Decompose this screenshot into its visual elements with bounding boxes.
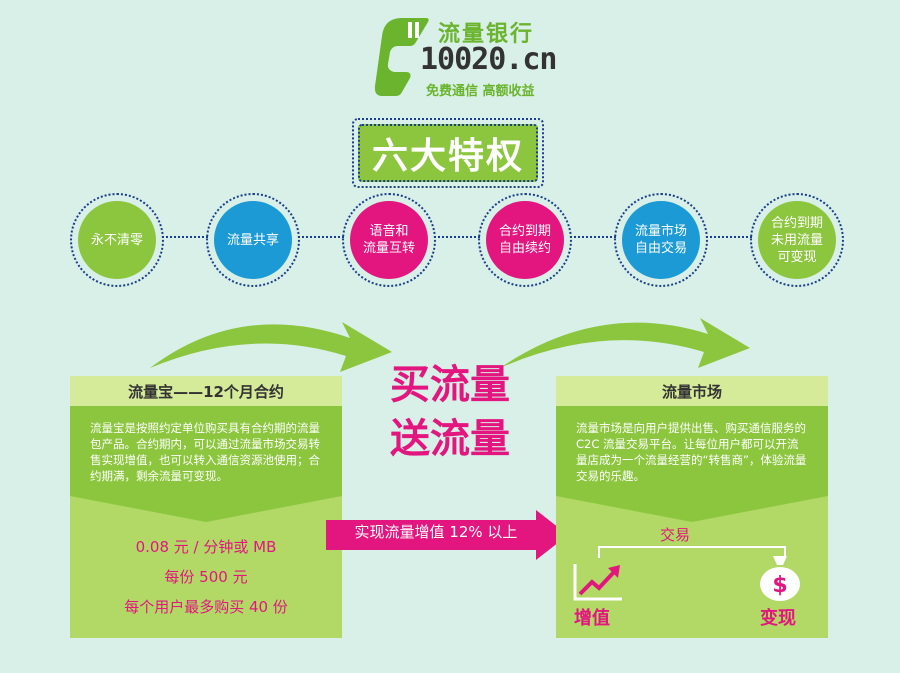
center-slogan-line1: 买流量 — [390, 362, 510, 408]
left-panel: 流量宝——12个月合约 流量宝是按照约定单位购买具有合约期的流量包产品。合约期内… — [70, 376, 342, 638]
cash-label: 变现 — [760, 608, 796, 629]
privilege-circle-4: 合约到期 自由续约 — [478, 193, 572, 287]
grow-label: 增值 — [574, 608, 610, 629]
privilege-label: 流量共享 — [214, 201, 292, 279]
section-title-frame — [352, 118, 544, 188]
money-bag-icon: $ — [760, 556, 800, 601]
connector-dots — [162, 236, 208, 238]
connector-dots — [570, 236, 616, 238]
logo-domain: 10020.cn — [420, 42, 557, 77]
privilege-circle-2: 流量共享 — [206, 193, 300, 287]
section-title: 六大特权 — [371, 136, 524, 177]
connector-dots — [706, 236, 752, 238]
privilege-circle-3: 语音和 流量互转 — [342, 193, 436, 287]
right-panel-title: 流量市场 — [556, 376, 828, 406]
growth-chart-icon — [573, 564, 622, 601]
price-lines: 0.08 元 / 分钟或 MB 每份 500 元 每个用户最多购买 40 份 — [70, 532, 342, 622]
svg-text:$: $ — [772, 573, 787, 598]
price-line: 每个用户最多购买 40 份 — [124, 598, 288, 616]
arrow-text: 实现流量增值 12% 以上 — [354, 523, 518, 541]
privilege-label: 语音和 流量互转 — [350, 201, 428, 279]
privilege-label: 流量市场 自由交易 — [622, 201, 700, 279]
section-title-box: 六大特权 — [358, 124, 538, 182]
privilege-circle-5: 流量市场 自由交易 — [614, 193, 708, 287]
left-panel-pointer — [70, 496, 342, 522]
privilege-circle-1: 永不清零 — [70, 193, 164, 287]
privilege-label: 合约到期 自由续约 — [486, 201, 564, 279]
pink-arrow-shape — [326, 510, 568, 560]
phone-handset-logo-icon — [374, 18, 429, 96]
privilege-label: 永不清零 — [78, 201, 156, 279]
privilege-label: 合约到期 未用流量 可变现 — [758, 201, 836, 279]
connector-dots — [298, 236, 344, 238]
trade-label: 交易 — [660, 526, 691, 544]
price-line: 0.08 元 / 分钟或 MB — [135, 538, 277, 556]
right-panel-body: 流量市场是向用户提供出售、购买通信服务的 C2C 流量交易平台。让每位用户都可以… — [556, 406, 828, 496]
center-slogan-line2: 送流量 — [390, 416, 510, 462]
center-slogan: 买流量 送流量 — [370, 358, 530, 466]
privilege-circle-6: 合约到期 未用流量 可变现 — [750, 193, 844, 287]
logo-title: 流量银行 — [438, 22, 535, 47]
left-panel-title: 流量宝——12个月合约 — [70, 376, 342, 406]
trade-bracket — [598, 546, 786, 558]
left-panel-body: 流量宝是按照约定单位购买具有合约期的流量包产品。合约期内，可以通过流量市场交易转… — [70, 406, 342, 496]
right-panel-pointer — [556, 496, 828, 522]
connector-dots — [434, 236, 480, 238]
logo-slogan: 免费通信 高额收益 — [426, 84, 535, 99]
price-line: 每份 500 元 — [164, 568, 248, 586]
logo: 流量银行 10020.cn 免费通信 高额收益 — [372, 10, 572, 102]
